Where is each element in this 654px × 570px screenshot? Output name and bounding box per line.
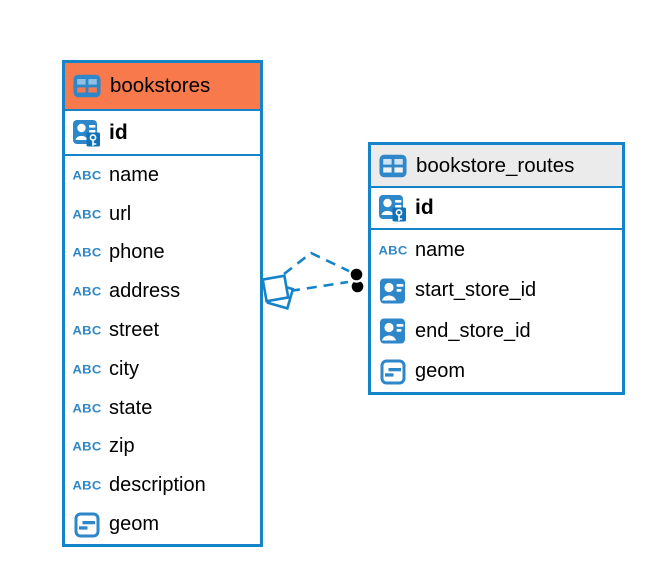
table-header[interactable]: bookstores <box>65 63 260 111</box>
table-icon <box>378 154 408 178</box>
text-type-icon: ABC <box>72 478 102 493</box>
column-name: id <box>415 196 434 219</box>
text-type-icon: ABC <box>72 168 102 183</box>
foreign-key-icon <box>378 317 408 345</box>
table-title: bookstores <box>110 74 211 97</box>
text-type-icon: ABC <box>72 323 102 338</box>
column-row[interactable]: ABC url <box>65 195 260 234</box>
column-name: start_store_id <box>415 279 537 302</box>
column-name: address <box>109 280 181 303</box>
column-row[interactable]: geom <box>371 352 622 393</box>
column-row[interactable]: ABC description <box>65 466 260 505</box>
column-name: name <box>415 238 466 261</box>
table-bookstore-routes[interactable]: bookstore_routes id ABC <box>368 142 625 395</box>
geometry-type-icon <box>72 512 102 538</box>
column-name: state <box>109 396 153 419</box>
text-type-icon: ABC <box>72 246 102 260</box>
column-row[interactable]: ABC name <box>371 230 622 271</box>
column-name: name <box>109 163 160 186</box>
column-row[interactable]: ABC state <box>65 389 260 428</box>
table-title: bookstore_routes <box>416 153 575 177</box>
text-type-icon: ABC <box>72 284 102 299</box>
column-row[interactable]: geom <box>65 505 260 544</box>
column-row-primary-key[interactable]: id <box>65 111 260 156</box>
column-name: street <box>109 319 160 342</box>
column-name: end_store_id <box>415 319 531 342</box>
geometry-type-icon <box>378 359 408 385</box>
column-name: geom <box>415 360 466 383</box>
column-name: city <box>109 357 139 380</box>
column-list: ABC name start_store_id <box>371 230 622 392</box>
column-name: url <box>109 202 132 225</box>
column-list: ABC name ABC url ABC phone ABC address A… <box>65 156 260 544</box>
column-name: zip <box>109 435 135 458</box>
column-row[interactable]: ABC address <box>65 272 260 311</box>
text-type-icon: ABC <box>72 401 102 416</box>
text-type-icon: ABC <box>72 207 102 222</box>
column-name: id <box>109 120 128 144</box>
relationship-line[interactable] <box>289 280 349 293</box>
one-end-marker <box>348 266 366 295</box>
column-row[interactable]: ABC street <box>65 311 260 350</box>
column-name: description <box>109 474 206 497</box>
column-row[interactable]: ABC name <box>65 156 260 195</box>
table-header[interactable]: bookstore_routes <box>371 145 622 188</box>
text-type-icon: ABC <box>72 440 102 454</box>
column-row-primary-key[interactable]: id <box>371 188 622 230</box>
foreign-key-icon <box>378 277 408 305</box>
text-type-icon: ABC <box>72 362 102 377</box>
column-name: geom <box>109 513 160 536</box>
column-name: phone <box>109 241 165 264</box>
column-row[interactable]: ABC city <box>65 350 260 389</box>
text-type-icon: ABC <box>378 243 408 258</box>
primary-key-icon <box>72 118 102 148</box>
relationship-line[interactable] <box>283 251 352 276</box>
column-row[interactable]: end_store_id <box>371 311 622 352</box>
primary-key-icon <box>378 193 408 223</box>
column-row[interactable]: ABC zip <box>65 428 260 467</box>
column-row[interactable]: start_store_id <box>371 271 622 312</box>
column-row[interactable]: ABC phone <box>65 234 260 273</box>
many-end-marker <box>261 274 295 310</box>
table-icon <box>72 74 102 98</box>
table-bookstores[interactable]: bookstores id ABC <box>62 60 263 547</box>
